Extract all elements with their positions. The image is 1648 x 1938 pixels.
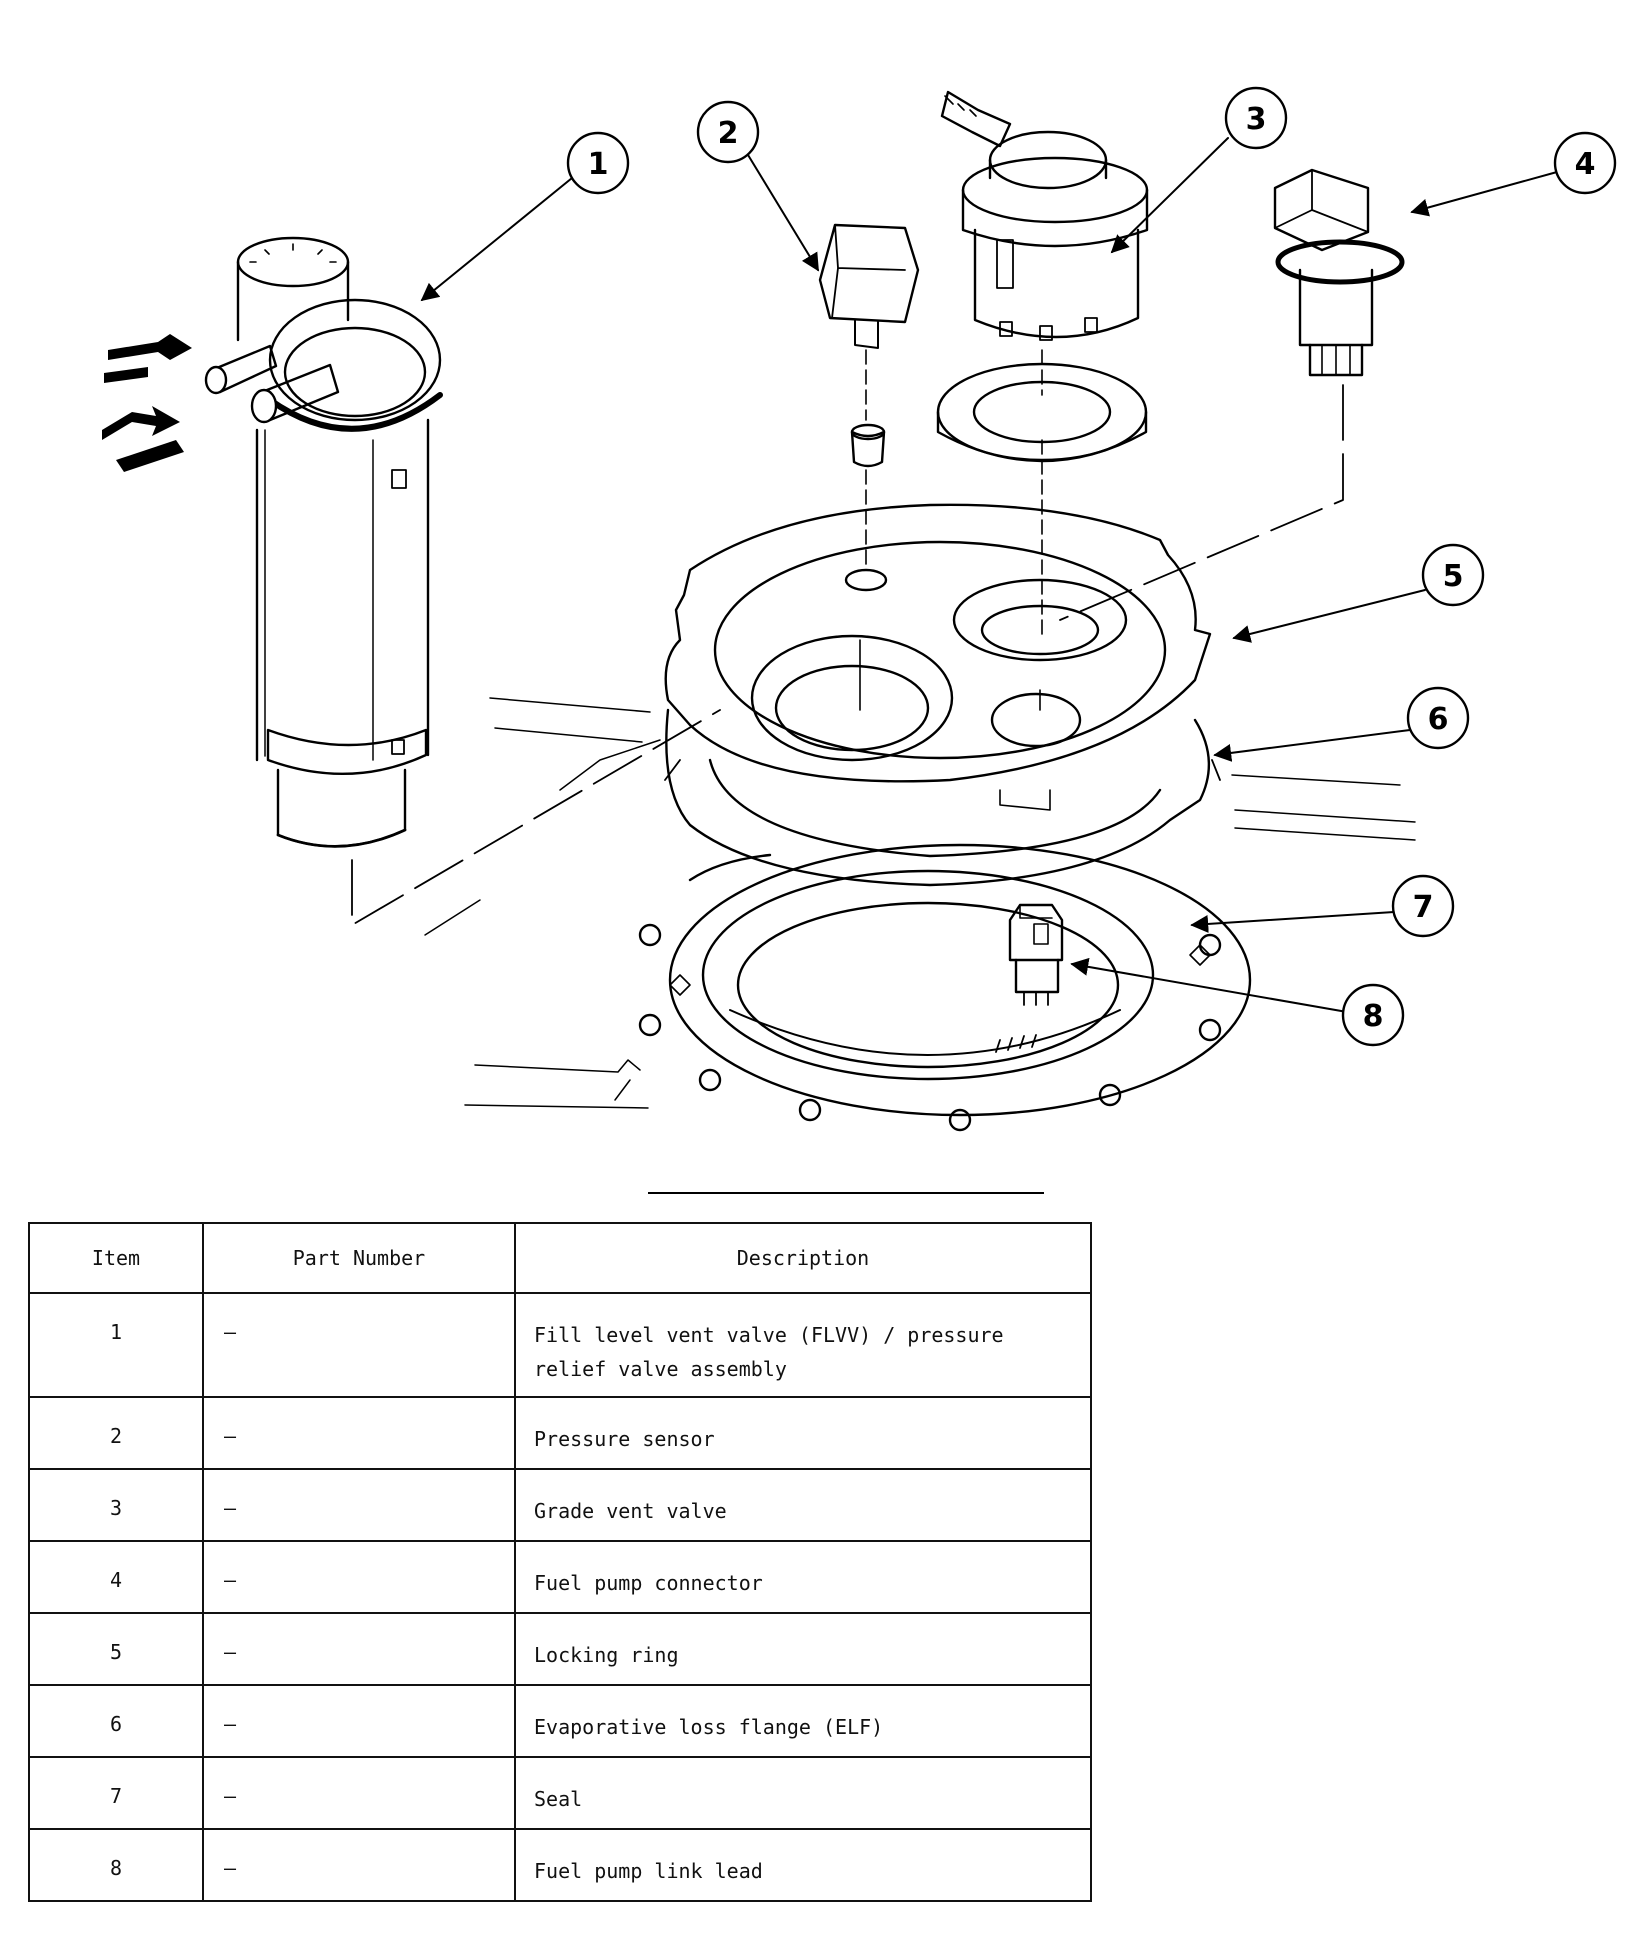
evaporative-loss-flange-part: [664, 708, 1221, 887]
item-cell: 5: [28, 1612, 204, 1686]
description-cell: Pressure sensor: [514, 1396, 1092, 1470]
fill-level-vent-valve-part: [102, 236, 721, 926]
callout-1: 1: [566, 131, 630, 195]
callout-2: 2: [696, 100, 760, 164]
callout-3: 3: [1224, 86, 1288, 150]
callout-6: 6: [1406, 686, 1470, 750]
svg-text:2: 2: [718, 116, 739, 151]
description-cell: Fuel pump connector: [514, 1540, 1092, 1614]
svg-text:7: 7: [1413, 890, 1434, 925]
table-row: 3 – Grade vent valve: [28, 1468, 1092, 1542]
item-cell: 8: [28, 1828, 204, 1902]
svg-text:1: 1: [588, 147, 609, 182]
svg-text:8: 8: [1363, 999, 1384, 1034]
description-cell: Evaporative loss flange (ELF): [514, 1684, 1092, 1758]
item-cell: 6: [28, 1684, 204, 1758]
table-row: 8 – Fuel pump link lead: [28, 1828, 1092, 1902]
callout-8: 8: [1341, 983, 1405, 1047]
callout-7: 7: [1391, 874, 1455, 938]
table-row: 1 – Fill level vent valve (FLVV) / press…: [28, 1292, 1092, 1398]
description-cell: Fuel pump link lead: [514, 1828, 1092, 1902]
part-number-cell: –: [202, 1612, 516, 1686]
separator-line: [648, 1192, 1044, 1194]
part-number-cell: –: [202, 1828, 516, 1902]
svg-text:6: 6: [1428, 702, 1449, 737]
pressure-sensor-part: [818, 223, 920, 592]
fuel-pump-link-lead-part: [995, 903, 1064, 1053]
grade-vent-valve-part: [936, 90, 1149, 641]
item-column-header: Item: [28, 1222, 204, 1294]
description-cell: Locking ring: [514, 1612, 1092, 1686]
item-cell: 7: [28, 1756, 204, 1830]
table-row: 5 – Locking ring: [28, 1612, 1092, 1686]
table-header-row: Item Part Number Description: [28, 1222, 1092, 1294]
description-cell: Fill level vent valve (FLVV) / pressure …: [514, 1292, 1092, 1398]
tank-context-lines: [424, 697, 1416, 1109]
part-number-cell: –: [202, 1540, 516, 1614]
item-cell: 2: [28, 1396, 204, 1470]
callout-5: 5: [1421, 543, 1485, 607]
svg-text:5: 5: [1443, 559, 1464, 594]
exploded-view-diagram: 1 2 3 4 5 6 7 8: [102, 86, 1617, 1132]
table-row: 4 – Fuel pump connector: [28, 1540, 1092, 1614]
part-number-cell: –: [202, 1292, 516, 1398]
seal-and-tank-base-part: [638, 843, 1252, 1132]
item-cell: 4: [28, 1540, 204, 1614]
item-cell: 1: [28, 1292, 204, 1398]
table-row: 7 – Seal: [28, 1756, 1092, 1830]
leader-arrows: [420, 137, 1558, 1013]
table-row: 2 – Pressure sensor: [28, 1396, 1092, 1470]
description-cell: Grade vent valve: [514, 1468, 1092, 1542]
part-number-column-header: Part Number: [202, 1222, 516, 1294]
fuel-pump-connector-part: [1059, 168, 1405, 621]
part-number-cell: –: [202, 1756, 516, 1830]
parts-table: Item Part Number Description 1 – Fill le…: [28, 1222, 1092, 1902]
part-number-cell: –: [202, 1684, 516, 1758]
callout-4: 4: [1553, 131, 1617, 195]
part-number-cell: –: [202, 1468, 516, 1542]
description-cell: Seal: [514, 1756, 1092, 1830]
svg-text:4: 4: [1575, 147, 1596, 182]
description-column-header: Description: [514, 1222, 1092, 1294]
table-row: 6 – Evaporative loss flange (ELF): [28, 1684, 1092, 1758]
item-cell: 3: [28, 1468, 204, 1542]
part-number-cell: –: [202, 1396, 516, 1470]
locking-ring-part: [664, 503, 1212, 783]
svg-text:3: 3: [1246, 102, 1267, 137]
